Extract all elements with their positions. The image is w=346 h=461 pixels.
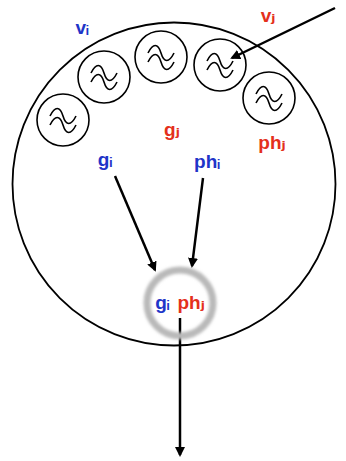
vesicle: [135, 31, 187, 83]
cell: gⱼphⱼgᵢphᵢgᵢphⱼ: [11, 21, 337, 347]
cell-label: gᵢ: [98, 150, 112, 171]
cell-label: gⱼ: [164, 120, 180, 141]
complex: gᵢphⱼ: [142, 265, 218, 341]
vesicle: [78, 51, 130, 103]
cell-label: phᵢ: [194, 152, 220, 173]
vesicle: [243, 72, 295, 124]
cell-outline: [11, 21, 337, 347]
complex-ring: [147, 270, 213, 336]
assembly-arrow: [115, 176, 155, 270]
entry-arrow: [232, 8, 335, 58]
cell-outline: [13, 23, 336, 346]
vesicle-label: vᵢ: [75, 18, 88, 39]
complex-label: gᵢ: [155, 293, 169, 314]
complex-label: phⱼ: [177, 293, 204, 314]
vesicle-row: [37, 31, 295, 146]
vesicle: [194, 39, 246, 91]
cell-label: phⱼ: [258, 133, 285, 154]
vesicle-label: vⱼ: [261, 6, 276, 27]
vesicle: [37, 94, 89, 146]
assembly-arrow: [192, 178, 203, 266]
